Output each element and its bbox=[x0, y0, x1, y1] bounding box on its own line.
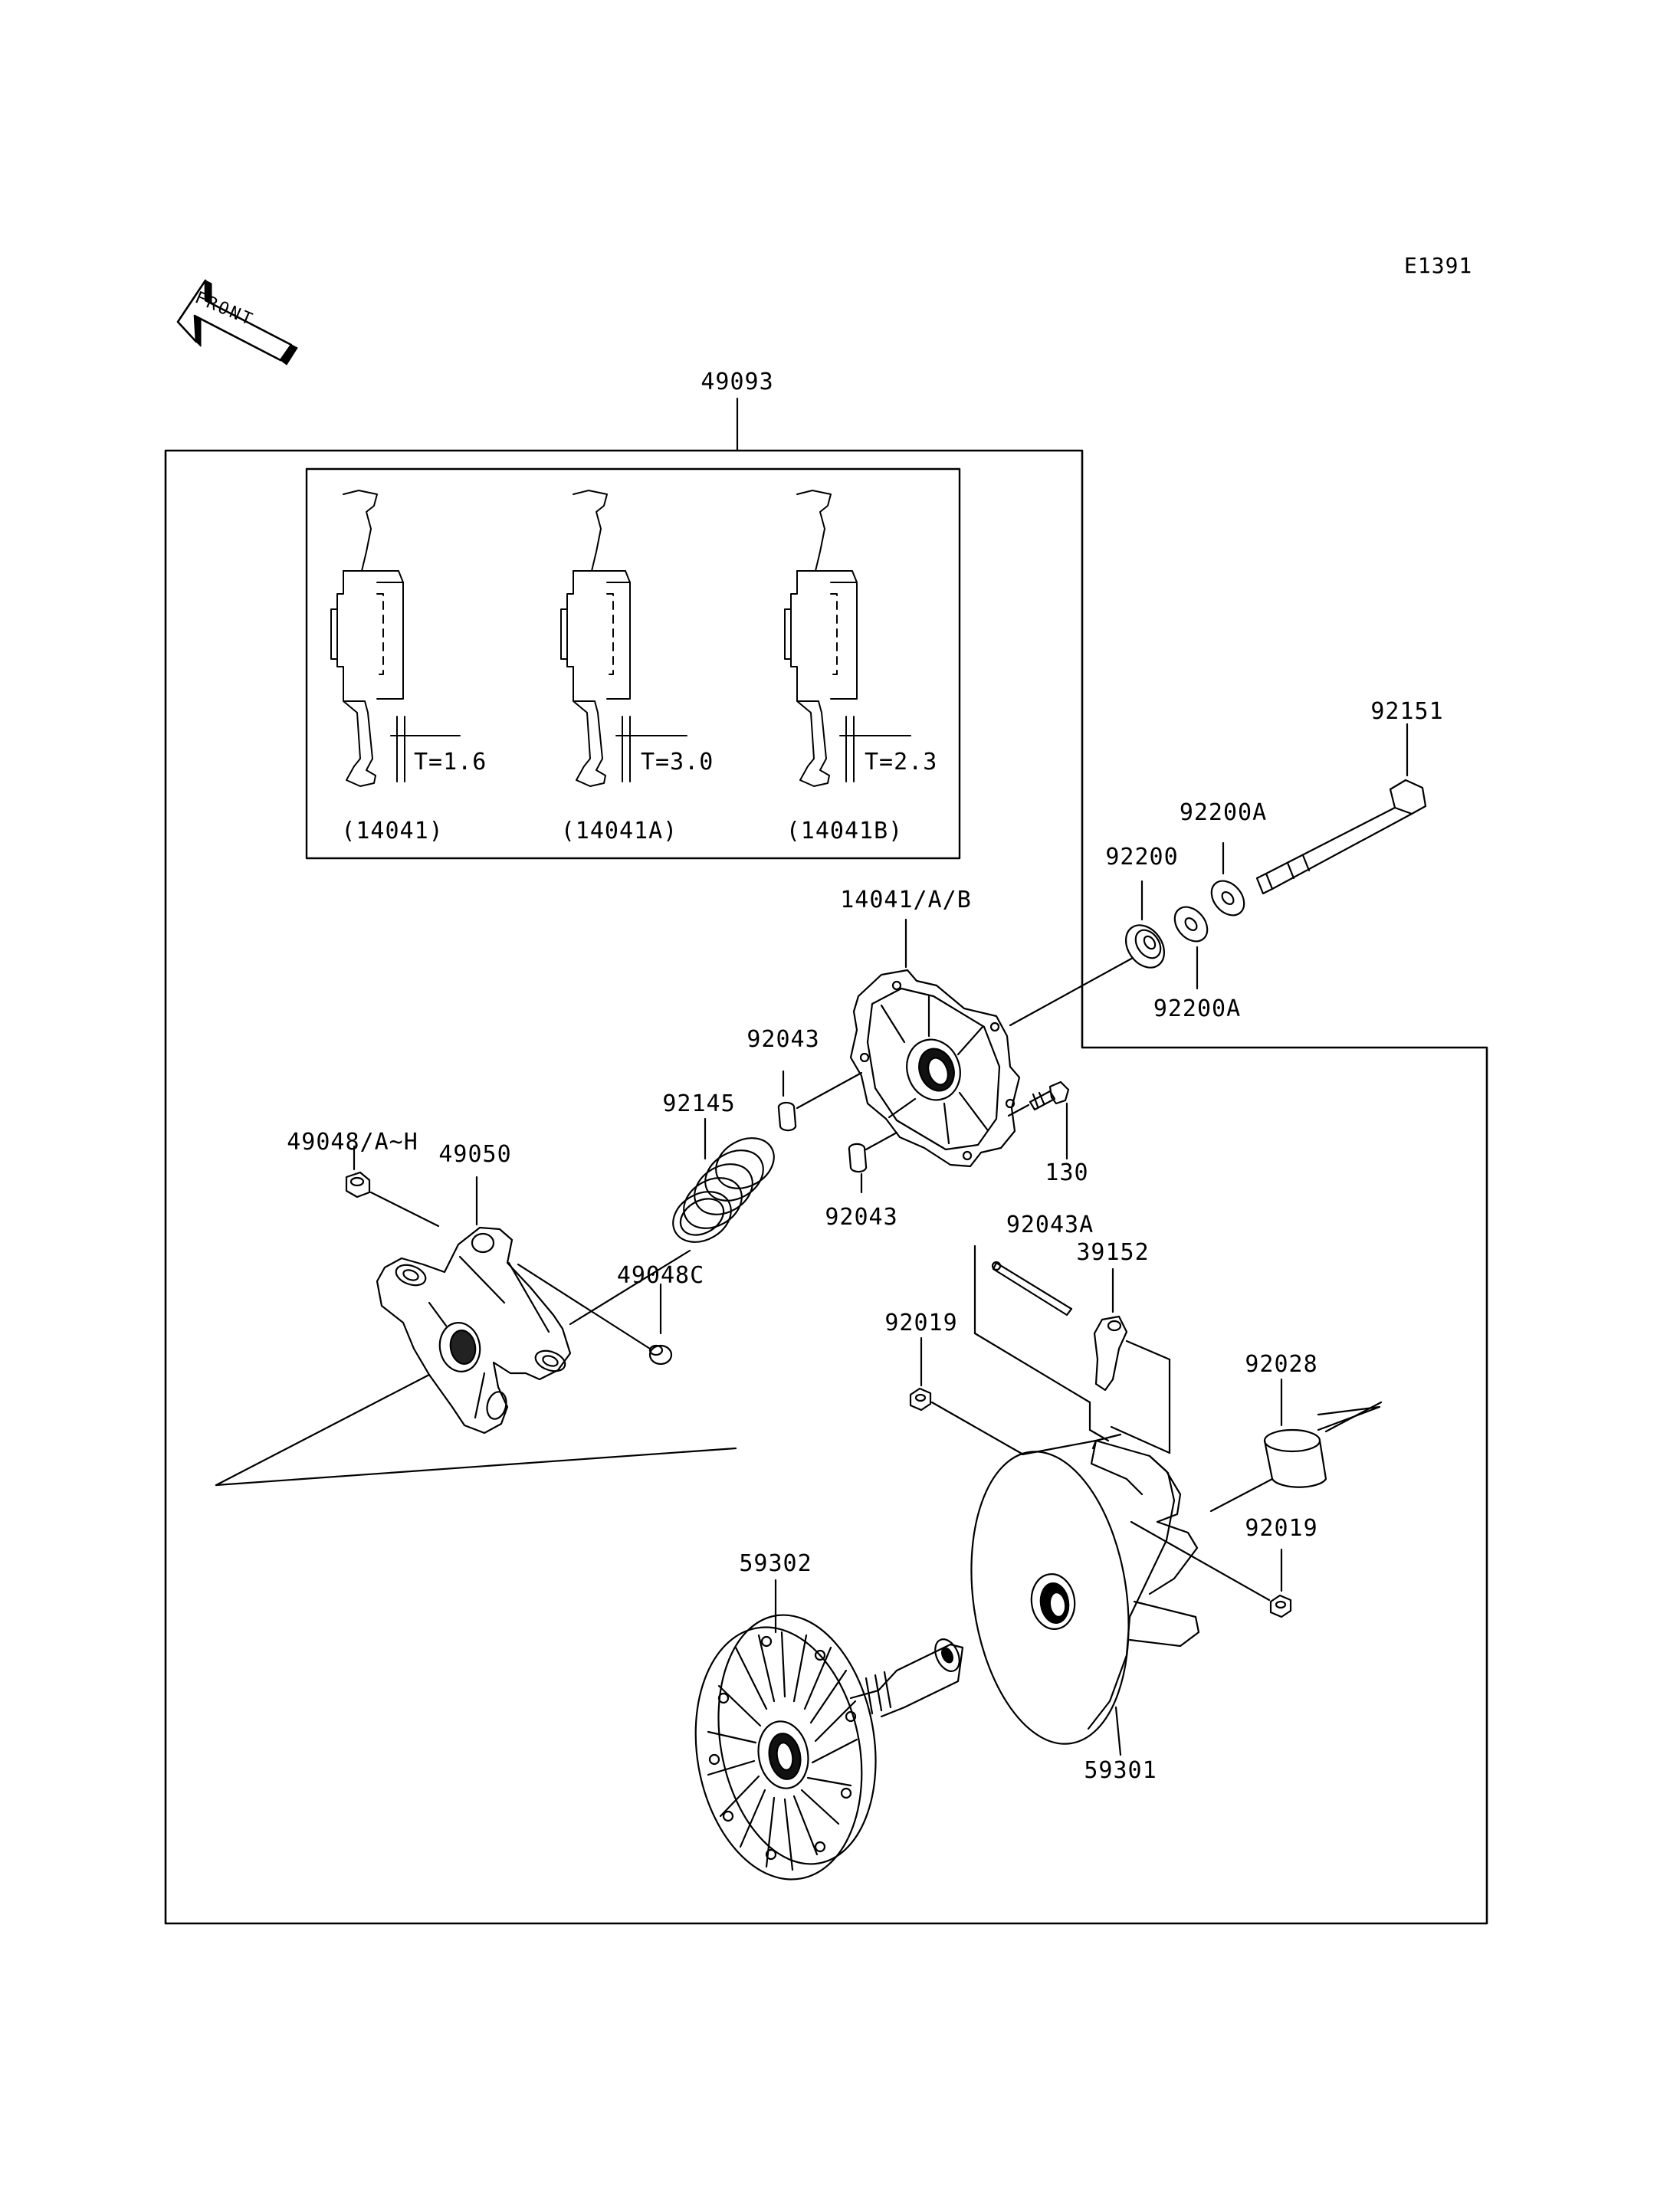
inset-box bbox=[305, 467, 961, 860]
label-130: 130 bbox=[1045, 1159, 1089, 1186]
label-49050: 49050 bbox=[438, 1141, 512, 1168]
assembly-part-number: 49093 bbox=[701, 369, 774, 395]
label-92145: 92145 bbox=[662, 1090, 736, 1117]
label-92019-right: 92019 bbox=[1245, 1515, 1318, 1542]
inset-thickness-1: T=1.6 bbox=[414, 749, 487, 776]
label-92200: 92200 bbox=[1105, 844, 1179, 871]
clutch-profile-14041A bbox=[560, 490, 687, 787]
inset-thickness-3: T=2.3 bbox=[865, 749, 938, 776]
label-39152: 39152 bbox=[1076, 1239, 1150, 1266]
label-92043A: 92043A bbox=[1006, 1212, 1094, 1238]
clutch-profile-14041 bbox=[330, 490, 461, 787]
cover-plate-14041 bbox=[849, 918, 1021, 1168]
fixed-sheave-59302 bbox=[694, 1579, 964, 1881]
label-49048C: 49048C bbox=[616, 1262, 705, 1289]
dowel-92043-top bbox=[777, 1070, 863, 1132]
dowel-92043-bottom bbox=[848, 1131, 898, 1194]
label-92151: 92151 bbox=[1370, 698, 1444, 725]
front-arrow-icon bbox=[176, 279, 298, 366]
bushing-92200 bbox=[1009, 880, 1166, 1027]
washer-92200A-top bbox=[1210, 841, 1245, 917]
nut-49048 bbox=[345, 1145, 440, 1228]
inset-part-2: (14041A) bbox=[560, 818, 678, 844]
label-14041-ab: 14041/A/B bbox=[840, 887, 972, 913]
bolt-92151 bbox=[1255, 723, 1427, 895]
washer-92200A-bottom bbox=[1173, 906, 1209, 990]
inset-part-1: (14041) bbox=[341, 818, 444, 844]
label-92200A-top: 92200A bbox=[1179, 799, 1268, 826]
roller-39152 bbox=[1093, 1267, 1171, 1454]
spring-92145 bbox=[569, 1117, 775, 1326]
screw-130 bbox=[1007, 1080, 1070, 1160]
spider-49050 bbox=[215, 1176, 737, 1487]
assembly-boundary bbox=[164, 449, 1488, 1925]
nut-92019-left bbox=[909, 1336, 1030, 1459]
label-59301: 59301 bbox=[1084, 1757, 1157, 1784]
movable-sheave-59301 bbox=[970, 1433, 1200, 1756]
cap-49048C bbox=[517, 1263, 673, 1366]
inset-thickness-2: T=3.0 bbox=[641, 749, 714, 776]
pin-92043A bbox=[973, 1244, 1110, 1442]
bushing-92028 bbox=[1209, 1378, 1383, 1513]
label-92200A-bottom: 92200A bbox=[1153, 995, 1242, 1022]
inset-part-3: (14041B) bbox=[786, 818, 904, 844]
label-92028: 92028 bbox=[1245, 1351, 1318, 1378]
label-92019-left: 92019 bbox=[884, 1310, 958, 1336]
clutch-profile-14041B bbox=[784, 490, 911, 787]
label-59302: 59302 bbox=[739, 1550, 812, 1577]
label-92043-top: 92043 bbox=[746, 1026, 820, 1053]
label-49048-a-h: 49048/A~H bbox=[287, 1129, 418, 1156]
nut-92019-right bbox=[1130, 1520, 1292, 1618]
label-92043-bottom: 92043 bbox=[825, 1204, 898, 1231]
diagram-code: E1391 bbox=[1404, 253, 1473, 278]
